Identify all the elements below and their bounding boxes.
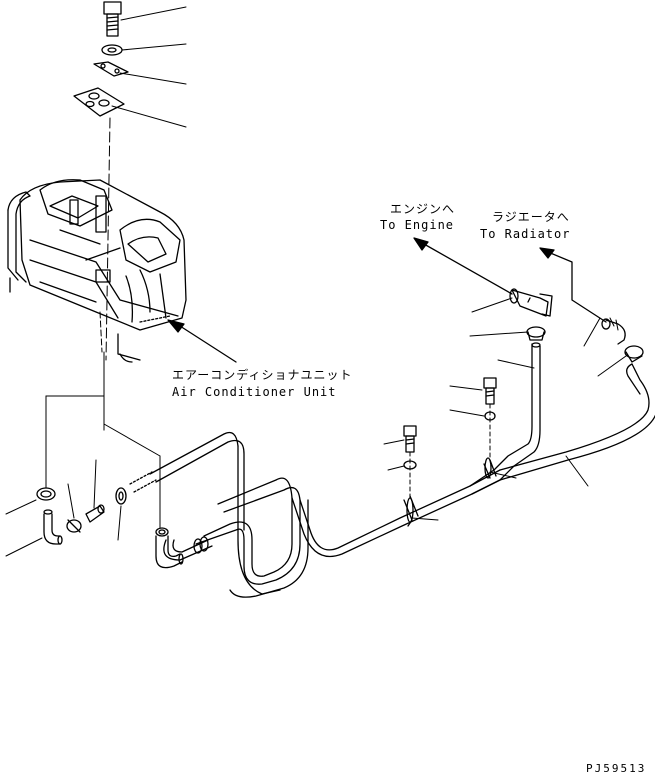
- label-radiator-ja: ラジエータへ: [492, 210, 570, 224]
- callout-leaders-top: [112, 7, 186, 127]
- air-conditioner-unit-drawing: [8, 180, 186, 362]
- elbow-fitting-main: [156, 528, 183, 568]
- label-engine-ja: エンジンへ: [390, 202, 456, 216]
- grouping-bracket: [46, 396, 160, 528]
- callout-leaders-left: [6, 460, 121, 556]
- label-radiator-en: To Radiator: [480, 227, 571, 241]
- label-engine-en: To Engine: [380, 218, 455, 232]
- elbow-hose-left: [44, 510, 62, 544]
- hose-clamp-left: [37, 488, 55, 500]
- engine-arrow: [414, 238, 512, 294]
- radiator-arrow: [540, 248, 606, 322]
- clamp-ring: [116, 488, 126, 504]
- bracket-plate-small: [94, 62, 128, 76]
- clip-left: [67, 520, 81, 532]
- washer-top: [102, 45, 122, 55]
- label-aircon-ja: エアーコンディショナユニット: [172, 368, 353, 382]
- heater-pipe-main: [130, 433, 500, 598]
- bolt-right: [484, 378, 496, 460]
- callout-leaders-right: [384, 298, 626, 520]
- washer-mid: [404, 461, 416, 469]
- unit-drain-line: [100, 312, 102, 352]
- drawing-code: PJ59513: [586, 762, 647, 775]
- heater-pipe-right: [470, 343, 655, 494]
- pipe-clamp-center: [404, 496, 418, 526]
- tube-short: [86, 505, 104, 522]
- gasket-plate: [74, 88, 124, 116]
- aircon-arrow: [168, 320, 236, 362]
- hose-clamp-engine: [527, 327, 545, 340]
- bolt-top: [104, 2, 121, 36]
- label-aircon-en: Air Conditioner Unit: [172, 385, 337, 399]
- bolt-mid: [404, 426, 416, 500]
- hose-clamp-main: [194, 537, 208, 553]
- radiator-elbow: [602, 318, 625, 344]
- assembly-centerline: [106, 118, 110, 360]
- engine-valve-fitting: [510, 289, 552, 316]
- radiator-hose-clamp: [625, 346, 643, 362]
- pipe-clamp-right: [484, 458, 496, 478]
- washer-right: [485, 412, 495, 420]
